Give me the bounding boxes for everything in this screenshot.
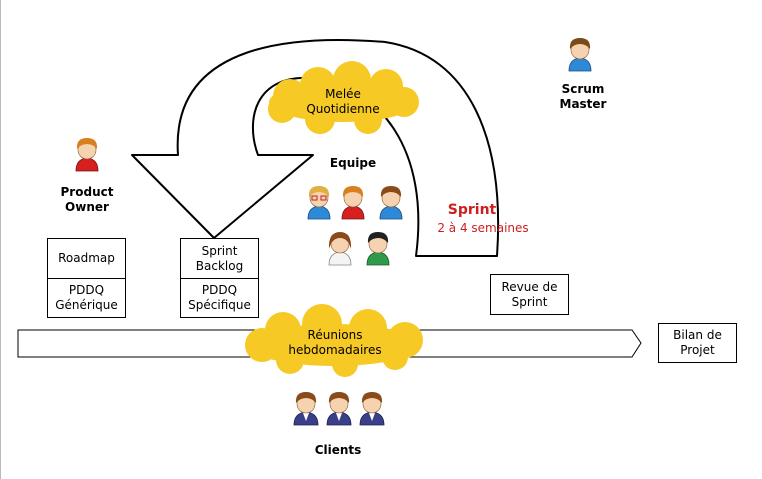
- pddq-specifique-label: PDDQ Spécifique: [188, 283, 251, 312]
- team-member-avatar: [341, 186, 365, 220]
- team-member-avatar: [328, 232, 352, 266]
- pddq-generique-box: PDDQ Générique: [47, 278, 126, 318]
- sprint-backlog-label: Sprint Backlog: [195, 243, 244, 273]
- roadmap-label: Roadmap: [58, 251, 115, 265]
- product-owner-label: Product Owner: [60, 185, 114, 214]
- roadmap-box: Roadmap: [47, 238, 126, 279]
- scrum-master-label: Scrum Master: [559, 82, 607, 111]
- clients-label: Clients: [314, 443, 362, 457]
- client-avatar: [326, 392, 352, 426]
- equipe-label: Equipe: [329, 156, 377, 170]
- scrum-master-avatar: [568, 38, 592, 72]
- reunions-label: Réunions hebdomadaires: [288, 328, 382, 357]
- pddq-generique-label: PDDQ Générique: [55, 283, 118, 312]
- client-avatar: [293, 392, 319, 426]
- revue-sprint-label: Revue de Sprint: [501, 279, 558, 309]
- melee-label: Melée Quotidienne: [306, 87, 380, 116]
- team-member-avatar: [379, 186, 403, 220]
- team-member-avatar: [307, 186, 331, 220]
- revue-sprint-box: Revue de Sprint: [490, 274, 569, 315]
- bilan-projet-box: Bilan de Projet: [658, 323, 737, 363]
- sprint-duration: 2 à 4 semaines: [437, 221, 529, 235]
- sprint-title: Sprint: [447, 202, 497, 218]
- bilan-projet-label: Bilan de Projet: [673, 328, 722, 357]
- product-owner-avatar: [75, 138, 99, 172]
- left-frame-edge: [0, 0, 1, 479]
- sprint-backlog-box: Sprint Backlog: [180, 238, 259, 279]
- pddq-specifique-box: PDDQ Spécifique: [180, 278, 259, 318]
- melee-cloud: [268, 61, 419, 134]
- reunions-cloud: [245, 304, 423, 377]
- team-member-avatar: [366, 232, 390, 266]
- client-avatar: [359, 392, 385, 426]
